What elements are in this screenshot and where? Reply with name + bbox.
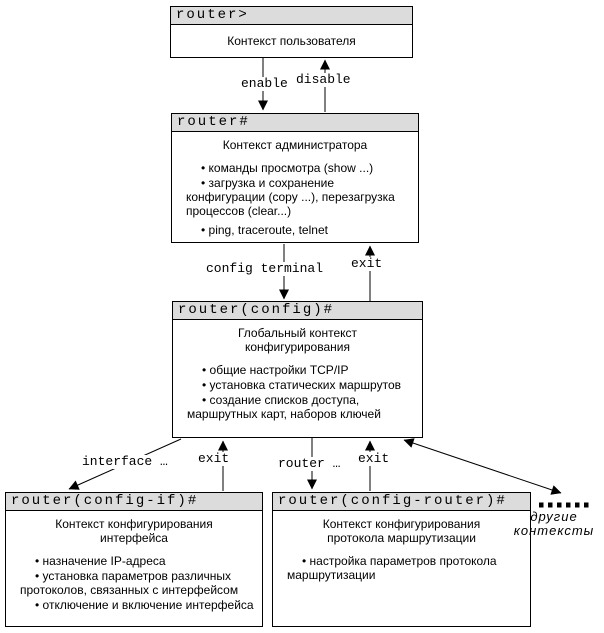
list-item: загрузка и сохранение конфигурации (copy…	[180, 176, 410, 218]
label-exit-if: exit	[196, 451, 232, 466]
prompt-config-router: router(config-router)#	[273, 493, 530, 511]
label-enable: enable	[239, 76, 290, 91]
list-item: общие настройки TCP/IP	[181, 363, 414, 377]
label-exit-router: exit	[356, 451, 392, 466]
label-other-contexts: другие контексты	[513, 509, 595, 538]
box-user-body: Контекст пользователя	[171, 34, 412, 48]
prompt-user: router>	[171, 7, 412, 25]
box-admin-body: Контекст администратора команды просмотр…	[172, 138, 418, 237]
box-interface-body: Контекст конфигурирования интерфейса наз…	[6, 517, 262, 612]
box-user-title: Контекст пользователя	[227, 34, 356, 48]
list-item: создание списков доступа, маршрутных кар…	[181, 393, 414, 421]
box-interface-title: Контекст конфигурирования интерфейса	[55, 517, 213, 545]
label-interface: interface …	[80, 454, 170, 469]
list-item: отключение и включение интерфейса	[14, 598, 254, 612]
list-item: ping, traceroute, telnet	[180, 223, 410, 237]
prompt-config-if: router(config-if)#	[6, 493, 262, 511]
box-admin-context: router# Контекст администратора команды …	[171, 113, 419, 243]
box-global-config-context: router(config)# Глобальный контекст конф…	[172, 301, 423, 438]
list-item: настройка параметров протокола маршрутиз…	[281, 554, 522, 582]
list-item: установка статических маршрутов	[181, 378, 414, 392]
list-item: назначение IP-адреса	[14, 554, 254, 568]
list-item: команды просмотра (show ...)	[180, 161, 410, 175]
box-interface-context: router(config-if)# Контекст конфигуриров…	[5, 492, 263, 627]
prompt-admin: router#	[172, 114, 418, 132]
label-exit-to-admin: exit	[349, 256, 385, 271]
arrow-other-contexts	[403, 438, 562, 495]
label-config-terminal: config terminal	[204, 261, 326, 276]
box-router-protocol-title: Контекст конфигурирования протокола марш…	[322, 517, 481, 545]
list-item: установка параметров различных протоколо…	[14, 569, 254, 597]
box-global-config-body: Глобальный контекст конфигурирования общ…	[173, 326, 422, 421]
box-router-protocol-context: router(config-router)# Контекст конфигур…	[272, 492, 531, 627]
box-global-config-title: Глобальный контекст конфигурирования	[237, 326, 358, 354]
box-user-context: router> Контекст пользователя	[170, 6, 413, 58]
prompt-global-config: router(config)#	[173, 302, 422, 320]
box-admin-title: Контекст администратора	[222, 138, 368, 152]
label-router-cmd: router …	[276, 456, 343, 471]
box-router-protocol-body: Контекст конфигурирования протокола марш…	[273, 517, 530, 582]
label-disable: disable	[294, 72, 353, 87]
